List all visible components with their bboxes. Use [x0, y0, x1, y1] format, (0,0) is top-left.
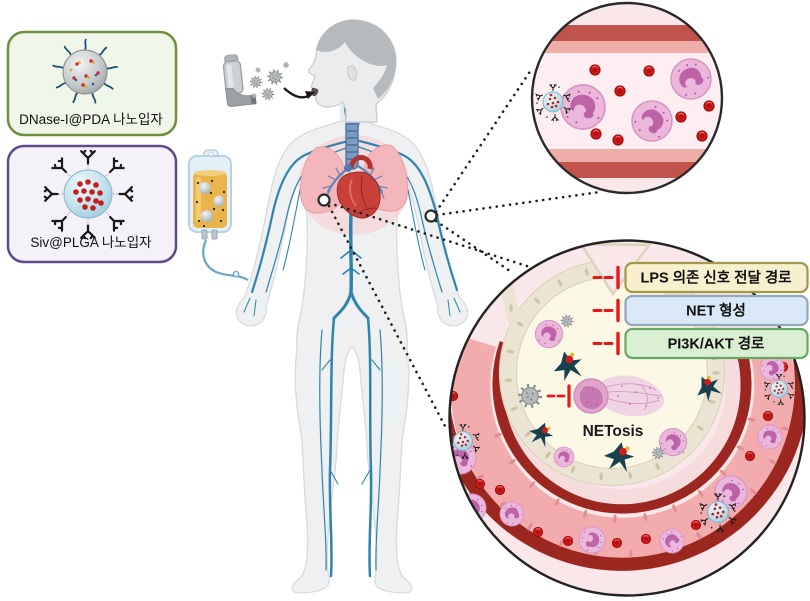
cell-nucleus: [504, 378, 513, 383]
vein-icon: [243, 101, 461, 578]
cell-nucleus: [493, 432, 502, 438]
chest-marker: [317, 193, 331, 207]
cell-nucleus: [554, 498, 560, 506]
red-blood-cell-icon: [703, 100, 715, 112]
cell-nucleus: [559, 538, 564, 547]
pda-nanoparticle-icon: [52, 38, 118, 104]
cell-nucleus: [643, 512, 648, 522]
siv-plga-label: Siv@PLGA 나노입자: [30, 235, 152, 250]
nanoparticle-gray-icon: [199, 182, 211, 194]
netosis-label: NETosis: [583, 423, 644, 440]
cell-nucleus: [524, 431, 532, 437]
red-blood-cell-icon: [612, 134, 624, 146]
inhibition-arrow-icon: [546, 384, 571, 408]
cell-nucleus: [516, 321, 524, 327]
callout-line: [434, 219, 512, 273]
neutrophil-icon: [534, 319, 564, 349]
pathway-box-pi3k-label: PI3K/AKT 경로: [668, 335, 765, 353]
left-panel: DNase-I@PDA 나노입자: [6, 30, 178, 264]
cell-nucleus: [629, 549, 633, 558]
dnase-pda-label: DNase-I@PDA 나노입자: [19, 112, 163, 127]
cell-nucleus: [749, 488, 757, 495]
cell-nucleus: [527, 523, 533, 531]
cell-nucleus: [696, 425, 704, 431]
cell-nucleus: [712, 371, 720, 375]
cell-nucleus: [768, 459, 777, 465]
ear: [346, 65, 358, 81]
cell-nucleus: [545, 451, 551, 459]
pathway-box-net-label: NET 형성: [686, 302, 746, 320]
iv-tube-icon: [202, 239, 249, 282]
alveolus-inset-circle: NETosis: [448, 239, 806, 597]
cell-nucleus: [719, 469, 727, 476]
pathway-box-lps: [624, 261, 809, 294]
pathway-box-pi3k: [624, 327, 809, 360]
aerosol-particle-icon: [249, 75, 263, 89]
netosis-cell-icon: [573, 375, 665, 417]
cell-nucleus: [508, 459, 516, 465]
cell-nucleus: [736, 445, 745, 451]
aerosol-particles: [249, 61, 290, 101]
neutrophil-icon: [757, 424, 783, 450]
aerosol-particle-icon: [255, 67, 261, 73]
red-blood-cell-icon: [614, 85, 626, 97]
red-blood-cell-icon: [643, 65, 655, 77]
callout-lines: [327, 68, 602, 430]
heart-icon: [336, 155, 381, 219]
aerosol-particle-icon: [282, 61, 290, 69]
nanoparticle-gray-icon: [213, 195, 225, 207]
red-blood-cell-icon: [589, 64, 601, 76]
aerosol-particle-icon: [267, 69, 283, 85]
red-blood-cell-icon: [675, 111, 687, 123]
cell-nucleus: [476, 474, 484, 480]
vessel-wall: [532, 25, 722, 41]
hair: [316, 19, 396, 66]
cell-nucleus: [510, 406, 519, 411]
nanoparticle-gray-icon: [201, 210, 213, 222]
red-blood-cell-icon: [590, 128, 602, 140]
pathway-box-lps-label: LPS 의존 신호 전달 경로: [640, 269, 791, 287]
vessel-wall-outer: [449, 327, 805, 571]
cell-nucleus: [613, 514, 617, 523]
cell-nucleus: [781, 426, 790, 431]
inhaler-icon: [222, 54, 257, 107]
cell-nucleus: [584, 268, 589, 276]
cell-nucleus: [708, 399, 716, 404]
cell-nucleus: [499, 501, 506, 508]
plga-nanoparticle-icon: [43, 149, 134, 240]
cell-nucleus: [570, 465, 576, 474]
aerosol-particle-icon: [261, 87, 275, 101]
human-body-icon: [235, 19, 469, 594]
callout-line: [434, 68, 533, 214]
cell-nucleus: [583, 509, 588, 518]
cell-nucleus: [672, 504, 677, 513]
inhibition-arrow-icon: [592, 331, 620, 356]
neutrophil-icon: [560, 84, 606, 130]
red-blood-cell-icon: [696, 130, 708, 142]
cell-nucleus: [697, 489, 704, 497]
vessel-wall-inner: [492, 341, 752, 514]
head: [307, 19, 397, 123]
cell-nucleus: [747, 417, 756, 422]
inhibition-arrow-icon: [592, 265, 620, 290]
cell-nucleus: [534, 297, 541, 304]
inhalation-arrow-icon: [283, 87, 315, 99]
cell-nucleus: [529, 481, 536, 488]
pathway-panel: LPS 의존 신호 전달 경로 NET 형성 PI3K/AKT 경로: [592, 261, 809, 360]
cell-nucleus: [655, 462, 660, 471]
cell-nucleus: [599, 472, 603, 481]
vessel-inset-circle: [530, 1, 724, 195]
cell-nucleus: [628, 471, 632, 480]
callout-line: [435, 190, 602, 217]
pathway-box-net: [624, 294, 809, 327]
cell-nucleus: [696, 531, 702, 540]
cell-nucleus: [557, 279, 563, 287]
neutrophil-icon: [553, 446, 575, 468]
cell-nucleus: [506, 349, 515, 354]
iv-bag-icon: [188, 149, 249, 282]
inhibition-arrow-icon: [592, 298, 620, 323]
arm-marker: [424, 209, 438, 223]
